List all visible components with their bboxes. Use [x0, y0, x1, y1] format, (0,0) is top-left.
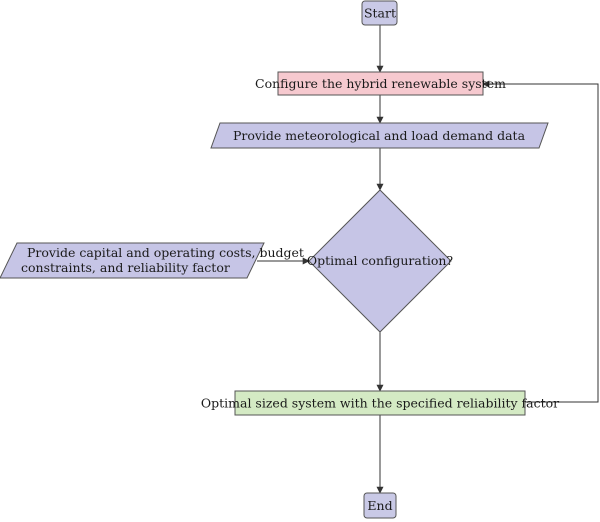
configure-node-label: Configure the hybrid renewable system [255, 76, 506, 91]
meteo-data-node: Provide meteorological and load demand d… [210, 122, 549, 149]
meteo-data-node-shape [210, 122, 549, 149]
end-node-label: End [367, 498, 392, 513]
result-node-shape [234, 390, 526, 416]
decision-node-label: Optimal configuration? [307, 253, 454, 268]
start-node-shape [361, 0, 398, 26]
meteo-data-node-label: Provide meteorological and load demand d… [233, 128, 526, 143]
costs-data-node-shape [0, 242, 265, 279]
result-node: Optimal sized system with the specified … [201, 390, 559, 416]
end-node: End [363, 492, 397, 519]
costs-data-node-label-line2: constraints, and reliability factor [21, 260, 230, 275]
end-node-shape [363, 492, 397, 519]
edge-result-loop-to-configure [482, 80, 599, 403]
decision-node-shape [308, 189, 452, 333]
start-node: Start [361, 0, 398, 26]
configure-node-shape [277, 71, 484, 96]
configure-node: Configure the hybrid renewable system [255, 71, 506, 96]
costs-data-node-label-line1: Provide capital and operating costs, bud… [27, 245, 304, 260]
costs-data-node: Provide capital and operating costs, bud… [0, 242, 304, 279]
decision-node: Optimal configuration? [307, 189, 454, 333]
result-node-label: Optimal sized system with the specified … [201, 396, 559, 411]
start-node-label: Start [364, 6, 396, 21]
